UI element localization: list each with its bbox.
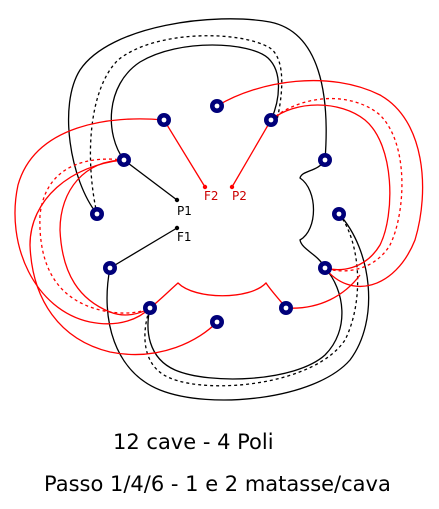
terminal-label-f1: F1 [177, 230, 192, 244]
slots [90, 99, 346, 329]
terminal-dot-p1 [174, 197, 180, 203]
slot-marker [279, 301, 293, 315]
red-coil-dotted-left [39, 158, 151, 314]
black-coil-outer-top [67, 18, 327, 215]
slot-marker [318, 153, 332, 167]
red-lead-f2 [163, 119, 206, 188]
red-coil-outer-left [14, 118, 165, 325]
black-lead-p1 [123, 159, 178, 201]
black-coil-inner-bottom [147, 267, 343, 380]
red-coil-lower-right [285, 274, 361, 309]
terminal-label-p2: P2 [232, 189, 247, 203]
terminal-dot-p2 [229, 184, 235, 190]
red-coil-dotted-right [270, 98, 403, 272]
terminal-dot-f1 [174, 225, 180, 231]
caption-subtitle: Passo 1/4/6 - 1 e 2 matasse/cava [44, 472, 391, 496]
red-coil-outer-left-low [29, 159, 218, 356]
red-lead-p2 [231, 119, 272, 188]
slot-marker [143, 301, 157, 315]
black-coil-right-link [299, 159, 326, 269]
red-coil-outer-right [216, 79, 424, 287]
slot-marker [332, 207, 346, 221]
black-winding [67, 18, 370, 401]
slot-marker [264, 113, 278, 127]
terminal-label-p1: P1 [177, 204, 192, 218]
slot-marker [157, 113, 171, 127]
black-coil-inner-top [110, 44, 280, 161]
slot-marker [90, 207, 104, 221]
slot-marker [103, 261, 117, 275]
red-coil-bottom-link [149, 281, 287, 309]
terminal-dot-f2 [202, 184, 208, 190]
slot-marker [210, 315, 224, 329]
terminal-label-f2: F2 [204, 189, 219, 203]
winding-diagram: P1 F1 F2 P2 [14, 18, 424, 401]
slot-marker [318, 261, 332, 275]
black-lead-f1 [109, 227, 178, 269]
terminal-dots [174, 184, 235, 231]
red-coil-inner-right [270, 104, 391, 271]
black-coil-dotted-top [89, 35, 283, 215]
red-winding [14, 79, 424, 356]
slot-marker [210, 99, 224, 113]
caption-title: 12 cave - 4 Poli [113, 430, 274, 454]
red-coil-inner-left [59, 159, 151, 316]
slot-marker [117, 153, 131, 167]
